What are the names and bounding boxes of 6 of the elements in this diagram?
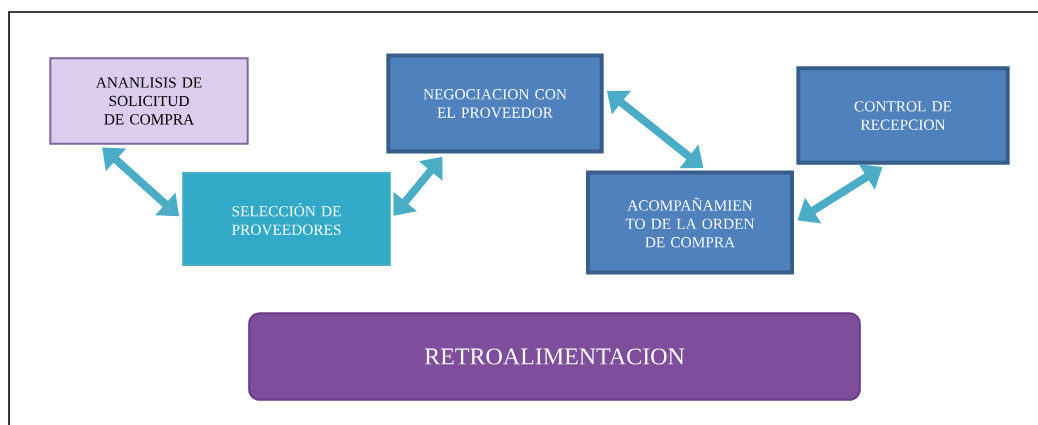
process-box: SELECCIÓN DE PROVEEDORES (182, 172, 391, 266)
process-box: CONTROL DE RECEPCION (796, 66, 1010, 165)
process-box: ACOMPAÑAMIEN TO DE LA ORDEN DE COMPRA (586, 170, 794, 275)
process-box: NEGOCIACION CON EL PROVEEDOR (386, 53, 604, 154)
feedback-bar: RETROALIMENTACION (248, 312, 861, 401)
process-box: ANANLISIS DE SOLICITUD DE COMPRA (49, 57, 249, 145)
